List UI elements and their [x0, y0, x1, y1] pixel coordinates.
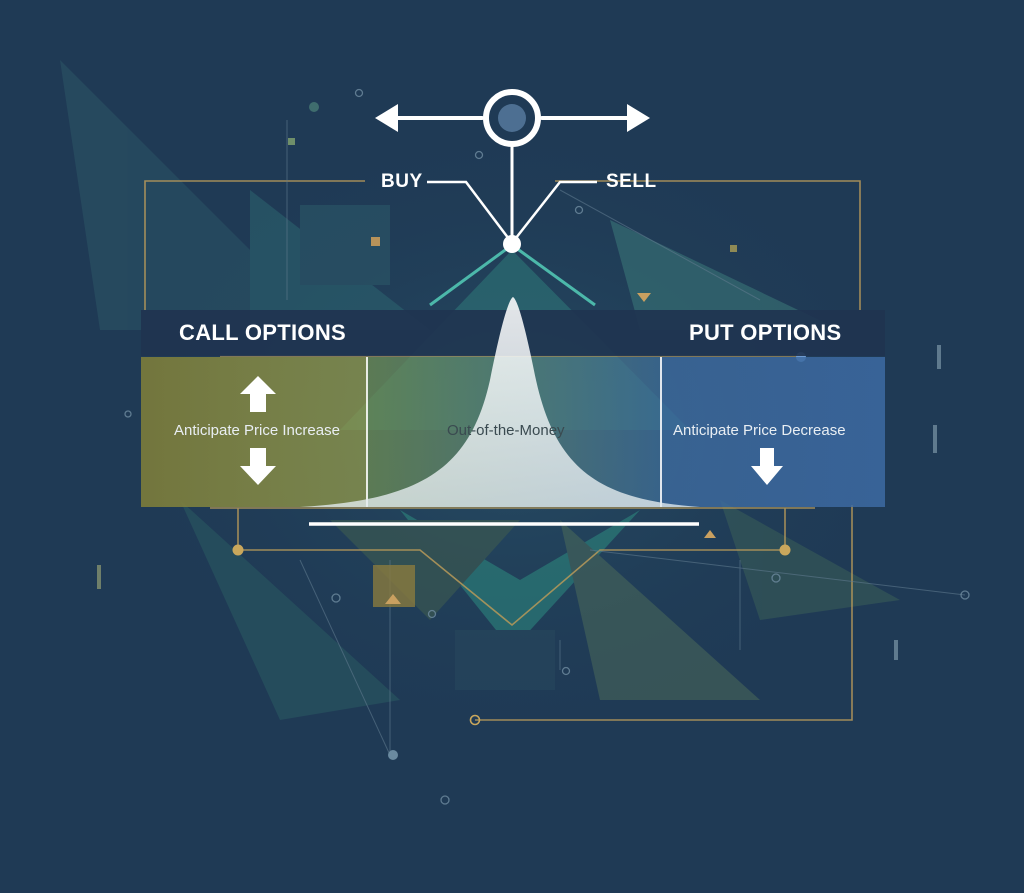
circuit-node-right — [779, 544, 791, 556]
sell-connector — [511, 180, 597, 244]
buy-label: BUY — [381, 171, 423, 192]
arrow-up-icon — [240, 376, 276, 412]
arrow-down-icon-put — [751, 448, 783, 485]
buy-connector — [427, 180, 513, 244]
put-options-title: PUT OPTIONS — [689, 320, 842, 345]
decorative-dots — [124, 88, 970, 805]
circuit-node-left — [232, 544, 244, 556]
arrow-down-icon — [240, 448, 276, 485]
distribution-peak — [300, 297, 700, 507]
sell-label: SELL — [606, 171, 657, 192]
decision-node-core — [498, 104, 526, 132]
put-panel — [661, 357, 885, 507]
middle-label: Out-of-the-Money — [447, 422, 565, 439]
left-right-arrow-icon — [375, 104, 650, 132]
junction-node — [503, 235, 521, 253]
thin-lines — [286, 120, 966, 756]
circuit-node-bottom — [469, 714, 481, 726]
put-description: Anticipate Price Decrease — [673, 422, 846, 439]
call-options-title: CALL OPTIONS — [179, 320, 346, 345]
call-description: Anticipate Price Increase — [174, 422, 340, 439]
